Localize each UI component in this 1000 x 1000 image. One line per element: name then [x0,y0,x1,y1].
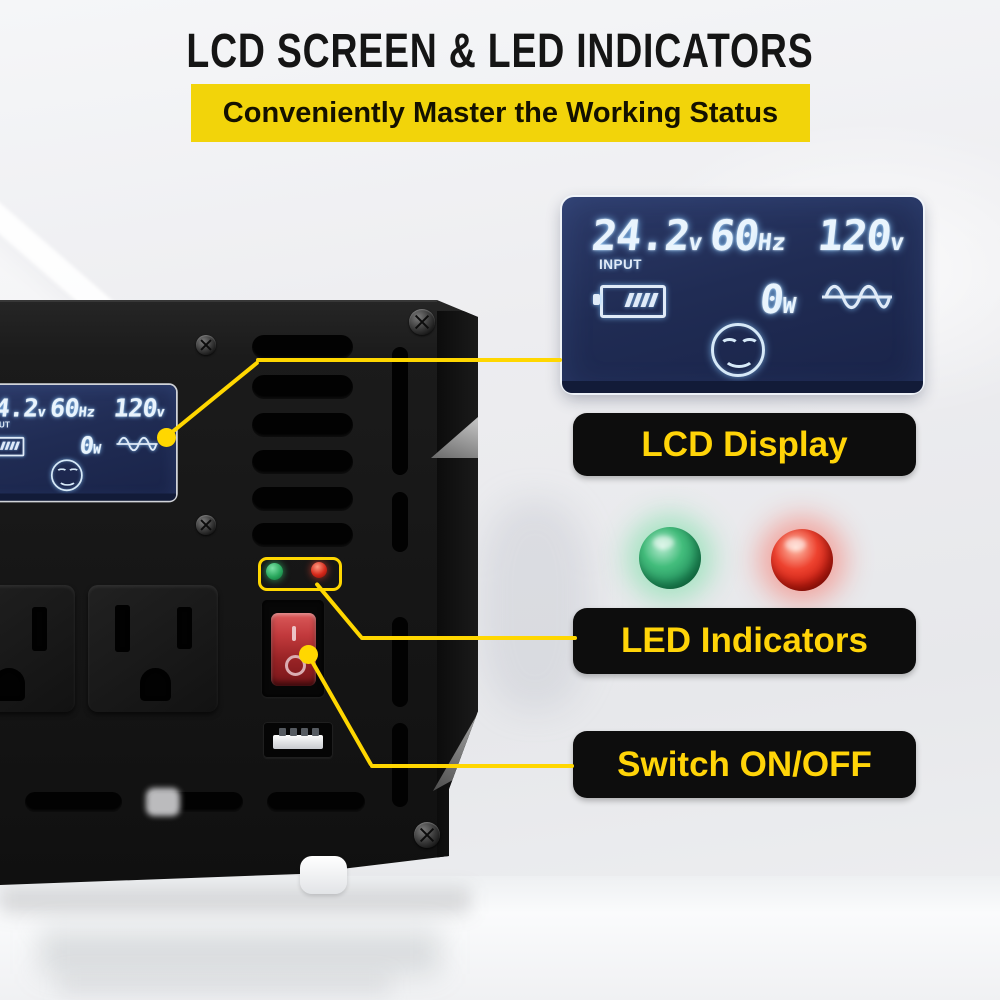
callout-dot-lcd [157,428,176,447]
vent-slot [252,487,353,511]
callout-line-switch [370,764,574,768]
label-lcd-display: LCD Display [573,413,916,476]
usb-port [263,722,333,758]
vent-slot-vertical [392,347,408,475]
device-side-cap [437,311,478,876]
page-title: LCD SCREEN & LED INDICATORS [186,25,814,78]
outlet-slot [32,607,47,651]
green-led-indicator [266,563,283,580]
lcd-zoom-panel: 24.2v 60Hz 120v INPUT 0W [562,197,923,393]
screw-icon [196,335,216,355]
vent-slot [252,523,353,547]
red-led-indicator [311,562,327,578]
output-voltage-value: 120v [815,211,906,260]
green-led-ball [639,527,701,589]
usb-pin [279,728,286,736]
screw-icon [409,309,435,335]
power-inverter-device: 24.2v 60Hz 120v INPUT 0W [0,300,478,885]
floor-surface [0,876,1000,1000]
lcd-footer-bar [562,381,923,393]
callout-line-led [360,636,577,640]
outlet-ground-hole [140,668,171,701]
usb-tongue [273,735,323,749]
vent-slot [252,413,353,437]
lcd-footer-bar [0,493,176,501]
device-lcd-screen: 24.2v 60Hz 120v INPUT 0W [0,385,176,501]
battery-icon [0,436,25,457]
input-voltage-value: 24.2v [0,393,47,423]
outlet-slot [177,607,192,649]
outlet-slot [115,605,130,652]
floor-reflection [60,975,390,995]
label-switch-on-off: Switch ON/OFF [573,731,916,798]
subtitle-banner: Conveniently Master the Working Status [191,84,810,142]
red-led-ball [771,529,833,591]
power-value: 0W [757,277,797,323]
vent-slot-vertical [392,617,408,707]
power-value: 0W [78,432,102,460]
ac-outlet [0,585,75,712]
label-led-indicators: LED Indicators [573,608,916,674]
vent-slot [267,792,365,812]
input-label: INPUT [599,257,642,272]
frequency-value: 60Hz [707,211,787,260]
callout-box-leds [258,557,342,591]
battery-icon [593,285,666,318]
smiley-icon [50,459,83,492]
usb-pin [301,728,308,736]
background-ghost-shape [480,500,590,710]
ac-outlet [88,585,218,712]
output-voltage-value: 120v [112,393,166,423]
screw-icon [196,515,216,535]
vent-slot [252,335,353,359]
reflection-highlight [146,788,180,816]
frequency-value: 60Hz [48,393,96,423]
outlet-ground-hole [0,668,25,701]
sine-wave-icon [116,436,158,452]
callout-line-lcd [256,358,562,362]
floor-reflection [0,888,470,914]
device-bottom-tab [300,856,347,894]
callout-dot-switch [299,645,318,664]
screw-icon [414,822,440,848]
vent-slot [252,375,353,399]
input-voltage-value: 24.2v [589,211,704,260]
switch-on-mark [292,626,296,641]
input-label: INPUT [0,420,11,430]
usb-pin [312,728,319,736]
device-top-edge [0,300,437,302]
floor-reflection [40,930,440,974]
vent-slot-vertical [392,492,408,552]
smiley-icon [711,323,765,377]
vent-slot [25,792,122,812]
usb-pin [290,728,297,736]
vent-slot [252,450,353,474]
sine-wave-icon [822,284,892,310]
switch-off-mark [285,655,306,676]
